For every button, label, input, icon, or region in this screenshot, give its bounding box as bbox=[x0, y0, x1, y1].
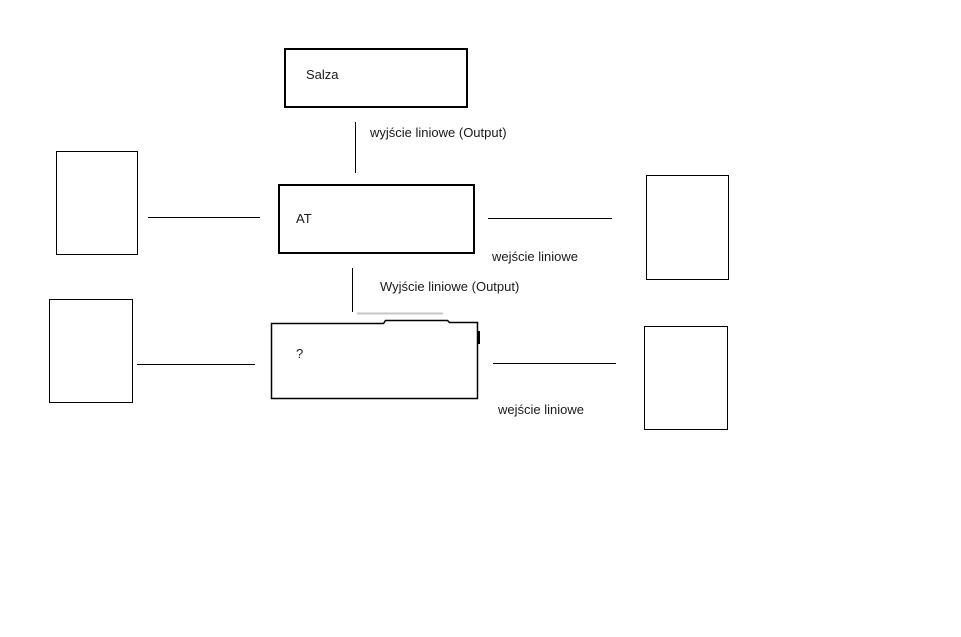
node-salza-box bbox=[284, 48, 468, 108]
empty-box-lower-right bbox=[644, 326, 728, 430]
empty-box-upper-right bbox=[646, 175, 729, 280]
connector-upperleft-to-at bbox=[148, 217, 260, 218]
connector-at-to-upperright bbox=[488, 218, 612, 219]
empty-box-upper-left bbox=[56, 151, 138, 255]
node-at-label: AT bbox=[296, 211, 312, 226]
connector-unknown-to-lowerright bbox=[493, 363, 616, 364]
node-at-box bbox=[278, 184, 475, 254]
node-unknown-label: ? bbox=[296, 346, 304, 361]
edge-label-lower-input: wejście liniowe bbox=[498, 402, 584, 417]
ink-blot bbox=[477, 331, 480, 344]
edge-label-top-output: wyjście liniowe (Output) bbox=[370, 125, 507, 140]
empty-box-lower-left bbox=[49, 299, 133, 403]
node-salza-label: Salza bbox=[306, 67, 339, 82]
edge-label-middle-output: Wyjście liniowe (Output) bbox=[380, 279, 520, 294]
edge-label-upper-input: wejście liniowe bbox=[492, 249, 578, 264]
connector-lowerleft-to-unknown bbox=[137, 364, 255, 365]
connector-salza-to-at bbox=[355, 122, 356, 173]
connector-at-to-unknown bbox=[352, 268, 353, 312]
